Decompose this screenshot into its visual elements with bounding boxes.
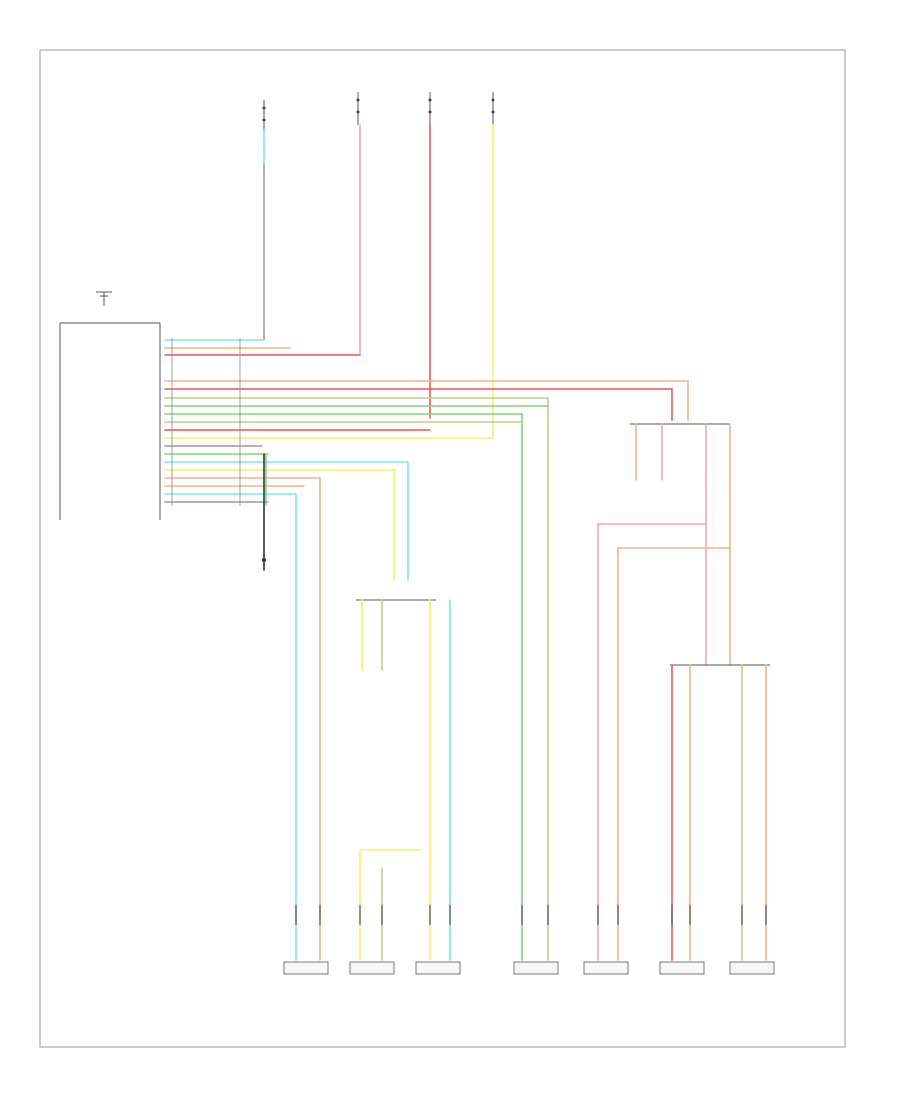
radio-harness-wires <box>164 339 689 961</box>
speaker-connector-pins <box>295 905 767 925</box>
speaker-left-door <box>349 961 395 975</box>
rear-junction <box>597 423 770 961</box>
radio-connector <box>59 322 161 520</box>
diagram-frame <box>39 49 846 1048</box>
speaker-right-door <box>583 961 629 975</box>
ground-symbol <box>96 291 112 306</box>
top-fuse-feeds <box>262 92 495 438</box>
speaker-left-rear <box>415 961 461 975</box>
speaker-right-front <box>513 961 559 975</box>
mid-left-branch <box>356 599 451 961</box>
harness-pin-marks <box>171 338 241 506</box>
speaker-right-rear <box>659 961 705 975</box>
speaker-left-front <box>283 961 329 975</box>
speaker-subwoofer <box>729 961 775 975</box>
